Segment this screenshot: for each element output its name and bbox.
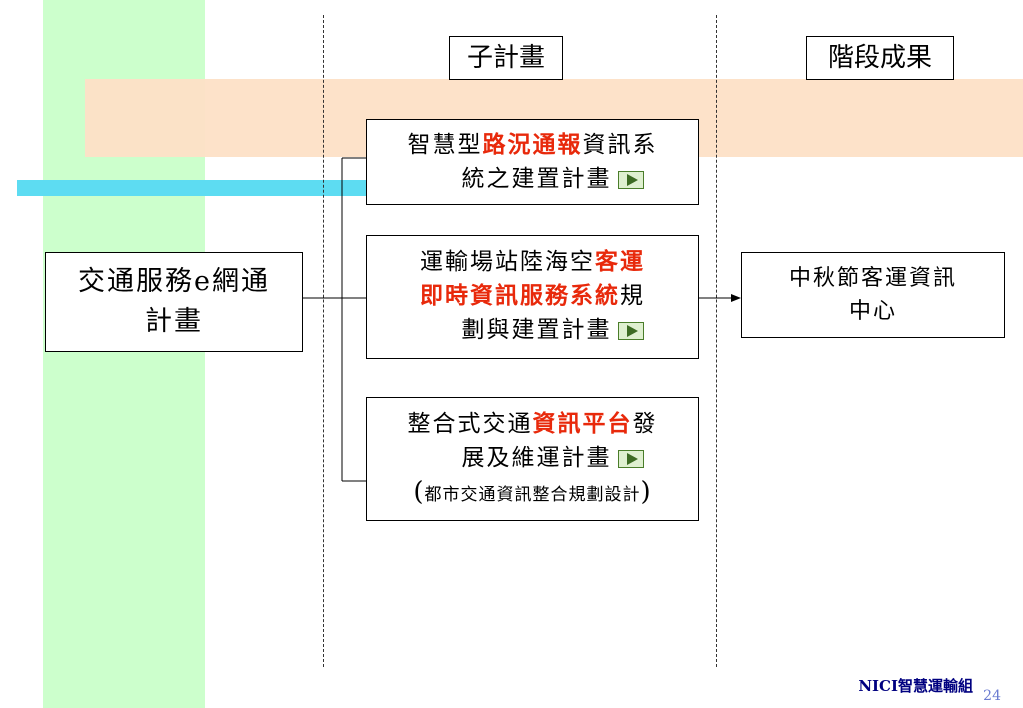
sub-plan-2-highlight-b: 即時資訊服務系統: [420, 282, 620, 309]
main-plan-box: 交通服務e網通 計畫: [45, 252, 303, 352]
divider-left: [323, 15, 324, 667]
paren-close: ): [640, 477, 652, 507]
sub-plan-2-text-c: 劃與建置計畫: [461, 317, 612, 343]
footer-org: NICI智慧運輸組: [858, 677, 973, 695]
sub-plan-3-line1: 整合式交通資訊平台發: [367, 407, 698, 441]
sub-plan-2-text-a: 運輸場站陸海空: [420, 249, 595, 275]
paren-open: (: [413, 477, 425, 507]
sub-plan-2-line2: 即時資訊服務系統規: [367, 279, 698, 313]
sub-plan-1-line1: 智慧型路況通報資訊系: [367, 128, 698, 162]
main-plan-line1: 交通服務e網通: [78, 266, 270, 297]
play-icon[interactable]: [617, 450, 644, 468]
sub-plan-3-text-a: 整合式交通: [407, 411, 533, 437]
result-line2: 中心: [848, 299, 897, 324]
result-box: 中秋節客運資訊 中心: [741, 252, 1005, 338]
sub-plan-3-box: 整合式交通資訊平台發 展及維運計畫 (都市交通資訊整合規劃設計): [366, 397, 699, 521]
sub-plan-3-highlight: 資訊平台: [532, 410, 633, 437]
sub-plan-1-text-b: 資訊系: [582, 132, 658, 158]
sub-plan-2-highlight-a: 客運: [595, 248, 645, 275]
sub-plan-3-line3: (都市交通資訊整合規劃設計): [367, 475, 698, 512]
arrow-head: [731, 294, 741, 302]
sub-plan-3-subtitle: 都市交通資訊整合規劃設計: [424, 485, 641, 505]
play-icon[interactable]: [617, 322, 644, 340]
sub-plan-1-line2: 統之建置計畫: [367, 162, 698, 196]
header-sub-plan: 子計畫: [449, 36, 563, 80]
sub-plan-2-box: 運輸場站陸海空客運 即時資訊服務系統規 劃與建置計畫: [366, 235, 699, 359]
sub-plan-2-line1: 運輸場站陸海空客運: [367, 245, 698, 279]
sub-plan-3-text-b: 發: [632, 411, 658, 437]
header-stage-result: 階段成果: [806, 36, 954, 80]
sub-plan-1-text-c: 統之建置計畫: [461, 166, 612, 192]
result-line1: 中秋節客運資訊: [788, 266, 957, 291]
main-plan-line2: 計畫: [145, 306, 203, 337]
header-sub-plan-label: 子計畫: [466, 43, 545, 73]
play-icon[interactable]: [617, 171, 644, 189]
sub-plan-1-highlight: 路況通報: [482, 131, 583, 158]
sub-plan-3-text-c: 展及維運計畫: [461, 445, 612, 471]
sub-plan-2-text-b: 規: [620, 283, 645, 309]
header-stage-result-label: 階段成果: [827, 43, 932, 73]
page-number: 24: [983, 688, 1001, 704]
sub-plan-1-box: 智慧型路況通報資訊系 統之建置計畫: [366, 119, 699, 205]
divider-right: [716, 15, 717, 667]
sub-plan-2-line3: 劃與建置計畫: [367, 313, 698, 347]
sub-plan-1-text-a: 智慧型: [407, 132, 483, 158]
sub-plan-3-line2: 展及維運計畫: [367, 441, 698, 475]
